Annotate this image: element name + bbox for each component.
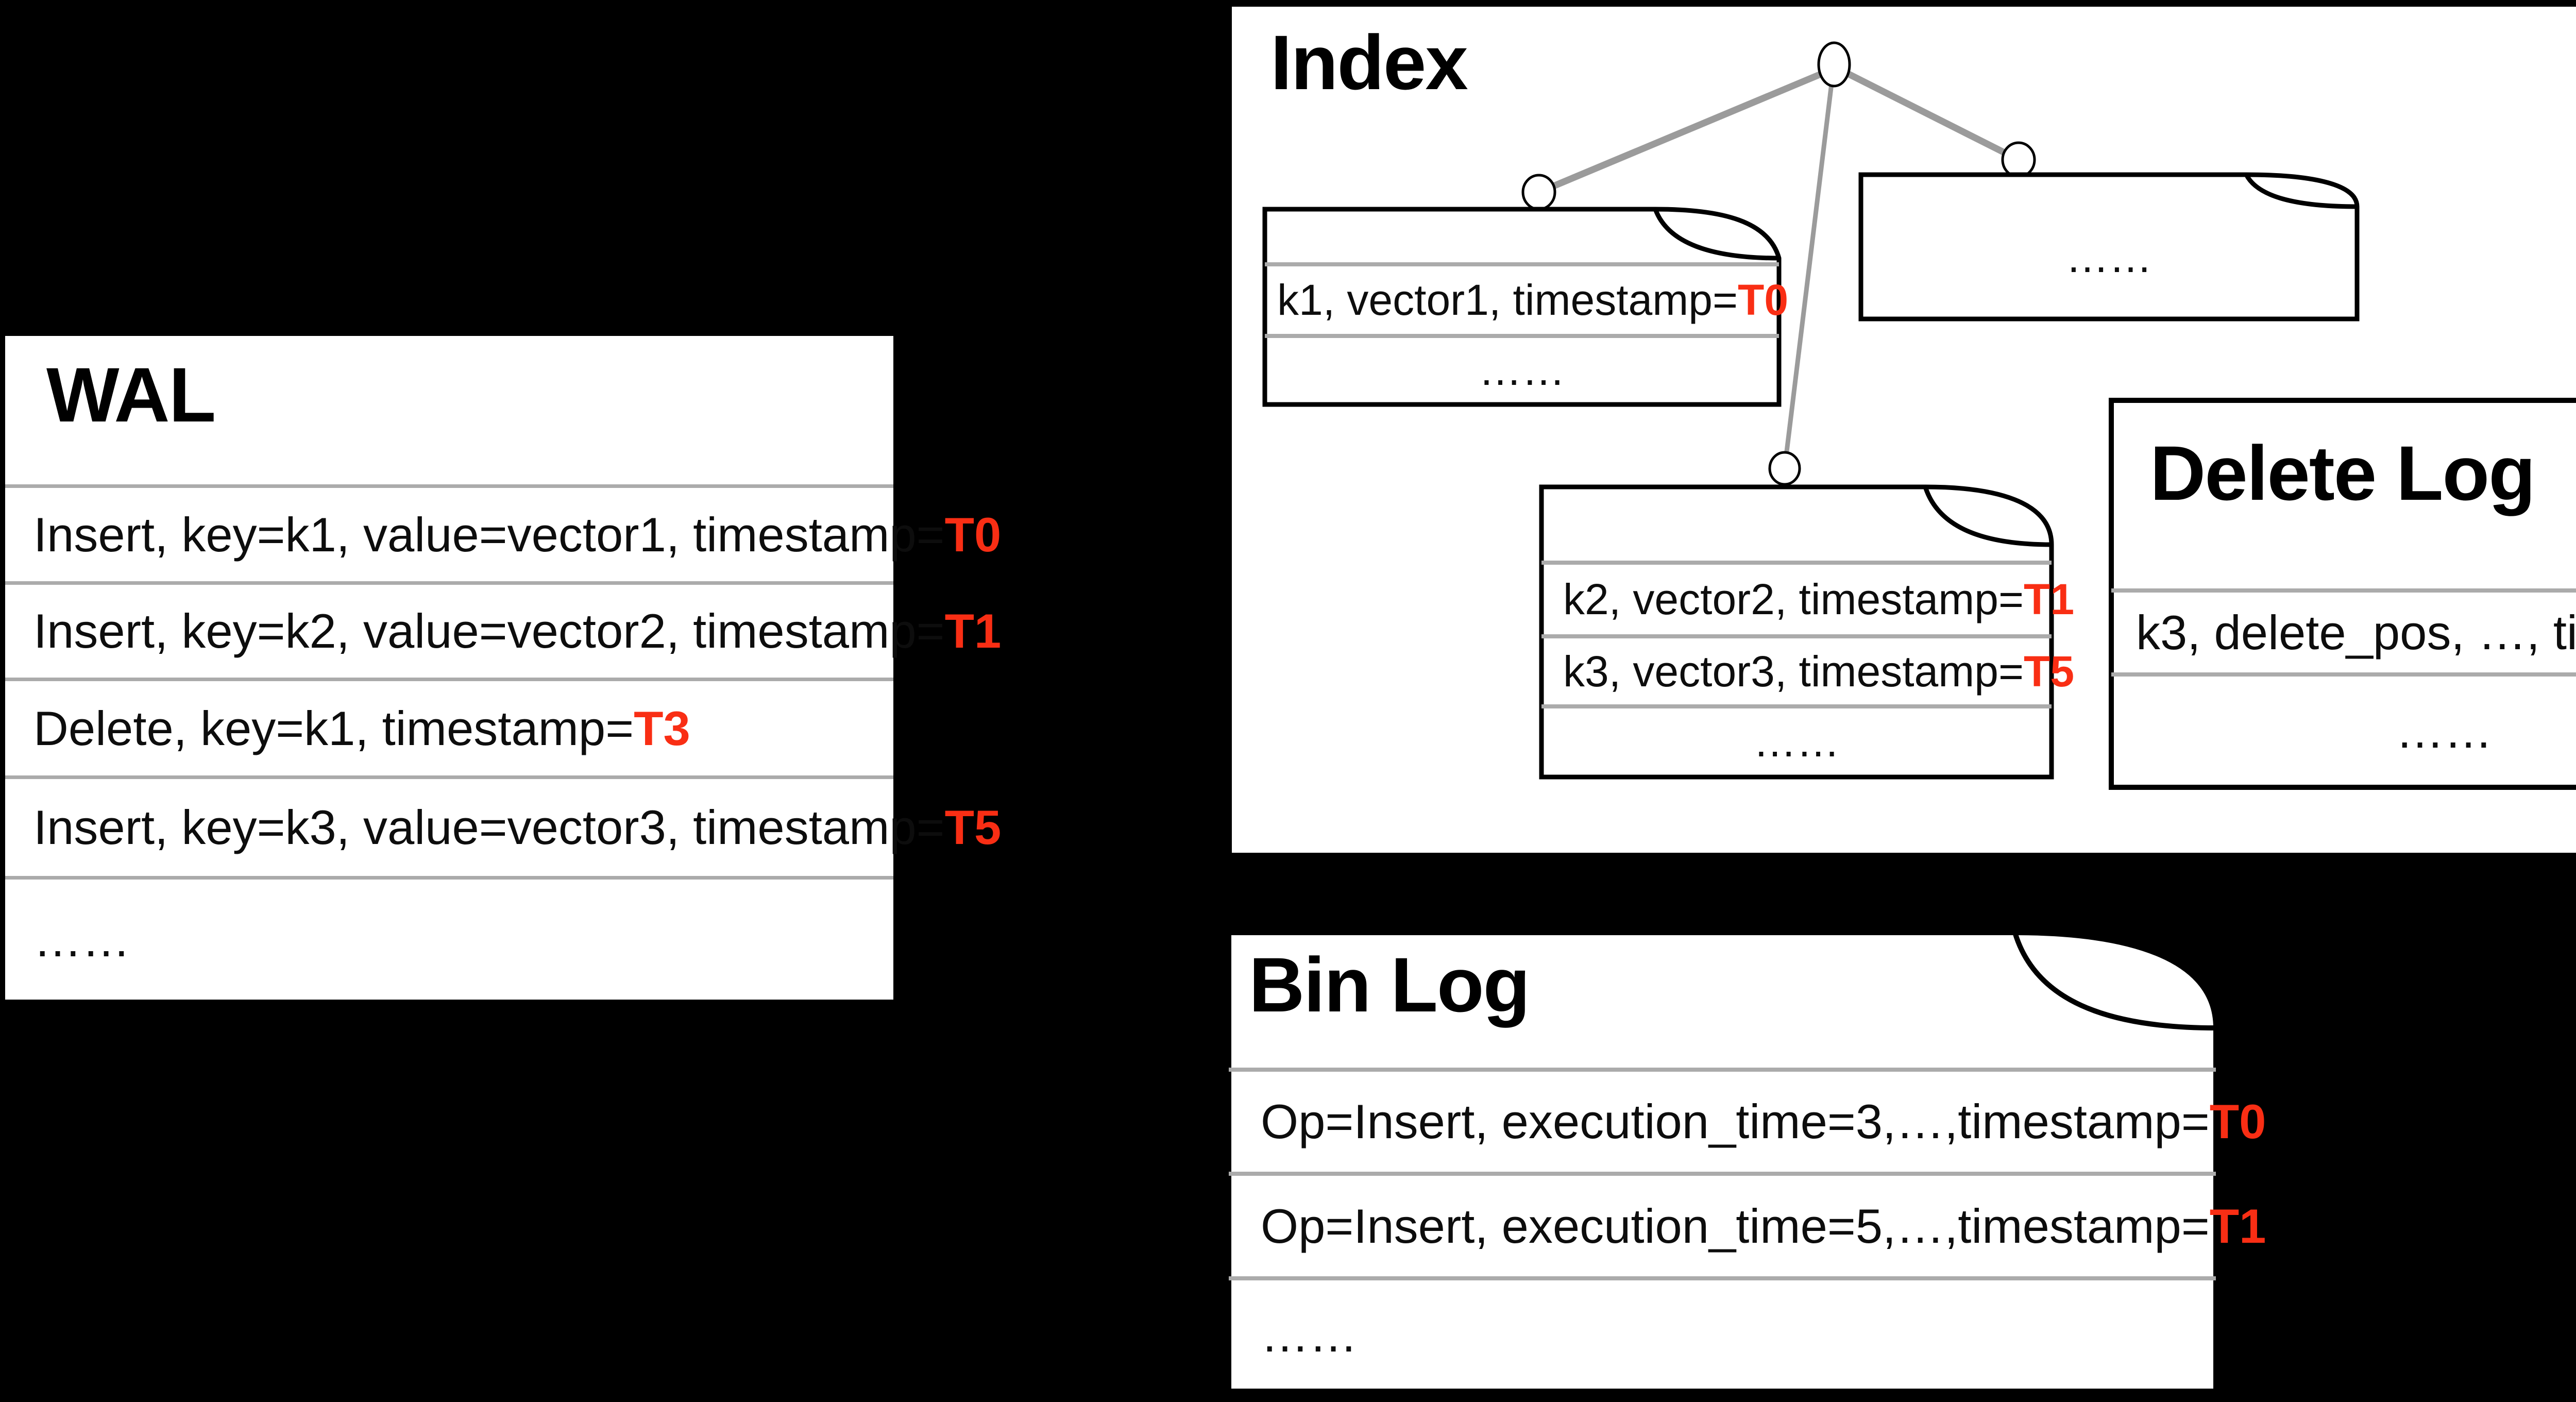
bin-log-row: Op=Insert, execution_time=5,…,timestamp=…: [1229, 1174, 2266, 1278]
segment-row-text: ……: [1479, 346, 1565, 394]
bin-log-row: Op=Insert, execution_time=3,…,timestamp=…: [1229, 1070, 2266, 1174]
segment-row-ellipsis: ……: [1541, 706, 2052, 777]
segment-row-ellipsis: ……: [1265, 336, 1779, 404]
wal-row: Insert, key=k3, value=vector3, timestamp…: [5, 775, 1001, 876]
segment-row-timestamp: T0: [1738, 276, 1789, 324]
tree-edge: [1782, 71, 1836, 469]
tree-node: [2001, 141, 2036, 178]
segment-row: k3, vector3, timestamp=T5: [1541, 636, 2074, 706]
delete-log-doc: Delete Log k3, delete_pos, …, timestamp=…: [2109, 398, 2576, 790]
wal-row-text: Insert, key=k1, value=vector1, timestamp…: [33, 507, 945, 562]
index-segment-doc-left: k1, vector1, timestamp=T0 ……: [1262, 207, 1788, 407]
bin-log-doc: Bin Log Op=Insert, execution_time=3,…,ti…: [1226, 930, 2266, 1394]
bin-log-row-text: Op=Insert, execution_time=5,…,timestamp=: [1261, 1198, 2210, 1253]
document-page-icon: [1262, 207, 1782, 407]
tree-edge: [1834, 64, 2020, 163]
segment-row: k1, vector1, timestamp=T0: [1265, 264, 1788, 336]
segment-row-text: ……: [1753, 717, 1840, 766]
bin-log-title: Bin Log: [1249, 941, 1530, 1028]
wal-row-timestamp: T1: [944, 604, 1002, 658]
tree-edge: [1537, 65, 1836, 195]
delete-log-row-text: k3, delete_pos, …, timestamp=: [2136, 605, 2576, 660]
index-tree: [1521, 41, 2036, 486]
index-panel: Index k1, vector1, timestamp=T0 ……: [1232, 7, 2576, 853]
wal-title: WAL: [46, 351, 216, 438]
wal-row-timestamp: T3: [634, 701, 690, 755]
bin-log-row-ellipsis: ……: [1229, 1278, 2216, 1391]
wal-row-text: Insert, key=k3, value=vector3, timestamp…: [33, 800, 945, 854]
wal-row-text: ……: [33, 912, 130, 967]
document-page-icon: [1226, 930, 2218, 1394]
wal-row-timestamp: T5: [944, 800, 1002, 854]
segment-row-timestamp: T1: [2024, 575, 2075, 623]
segment-row-text: k3, vector3, timestamp=: [1563, 647, 2024, 696]
bin-log-row-timestamp: T1: [2209, 1198, 2266, 1253]
wal-row-text: Delete, key=k1, timestamp=: [33, 701, 634, 755]
delete-log-row-ellipsis: ……: [2111, 674, 2576, 787]
document-page-icon: [1858, 172, 2360, 322]
document-page-icon: [2109, 398, 2576, 790]
segment-row-text: ……: [2065, 232, 2153, 281]
delete-log-title: Delete Log: [2150, 430, 2536, 516]
wal-row: Delete, key=k1, timestamp=T3: [5, 678, 893, 775]
segment-row: k2, vector2, timestamp=T1: [1541, 563, 2074, 636]
wal-box: WAL Insert, key=k1, value=vector1, times…: [5, 336, 1001, 1000]
tree-node: [1768, 451, 1801, 486]
wal-row: Insert, key=k1, value=vector1, timestamp…: [5, 484, 1001, 581]
tree-node-root: [1817, 41, 1851, 88]
document-page-icon: [1539, 484, 2054, 780]
segment-row-text: k2, vector2, timestamp=: [1563, 575, 2024, 623]
bin-log-row-timestamp: T0: [2209, 1094, 2266, 1148]
index-segment-doc-middle: k2, vector2, timestamp=T1 k3, vector3, t…: [1539, 484, 2074, 780]
segment-row-text: k1, vector1, timestamp=: [1277, 276, 1738, 324]
wal-row-timestamp: T0: [944, 507, 1002, 562]
tree-node: [1521, 174, 1556, 211]
wal-row-text: Insert, key=k2, value=vector2, timestamp…: [33, 604, 945, 658]
index-segment-doc-right: ……: [1858, 172, 2360, 322]
bin-log-row-text: Op=Insert, execution_time=3,…,timestamp=: [1261, 1094, 2210, 1148]
wal-row: Insert, key=k2, value=vector2, timestamp…: [5, 581, 1001, 678]
wal-row-ellipsis: ……: [5, 876, 893, 1000]
index-title: Index: [1270, 19, 1468, 106]
segment-row-ellipsis: ……: [1861, 206, 2357, 309]
delete-log-row: k3, delete_pos, …, timestamp=T3: [2111, 590, 2576, 674]
segment-row-timestamp: T5: [2024, 647, 2075, 696]
bin-log-row-text: ……: [1261, 1307, 1358, 1362]
delete-log-row-text: ……: [2396, 703, 2493, 758]
